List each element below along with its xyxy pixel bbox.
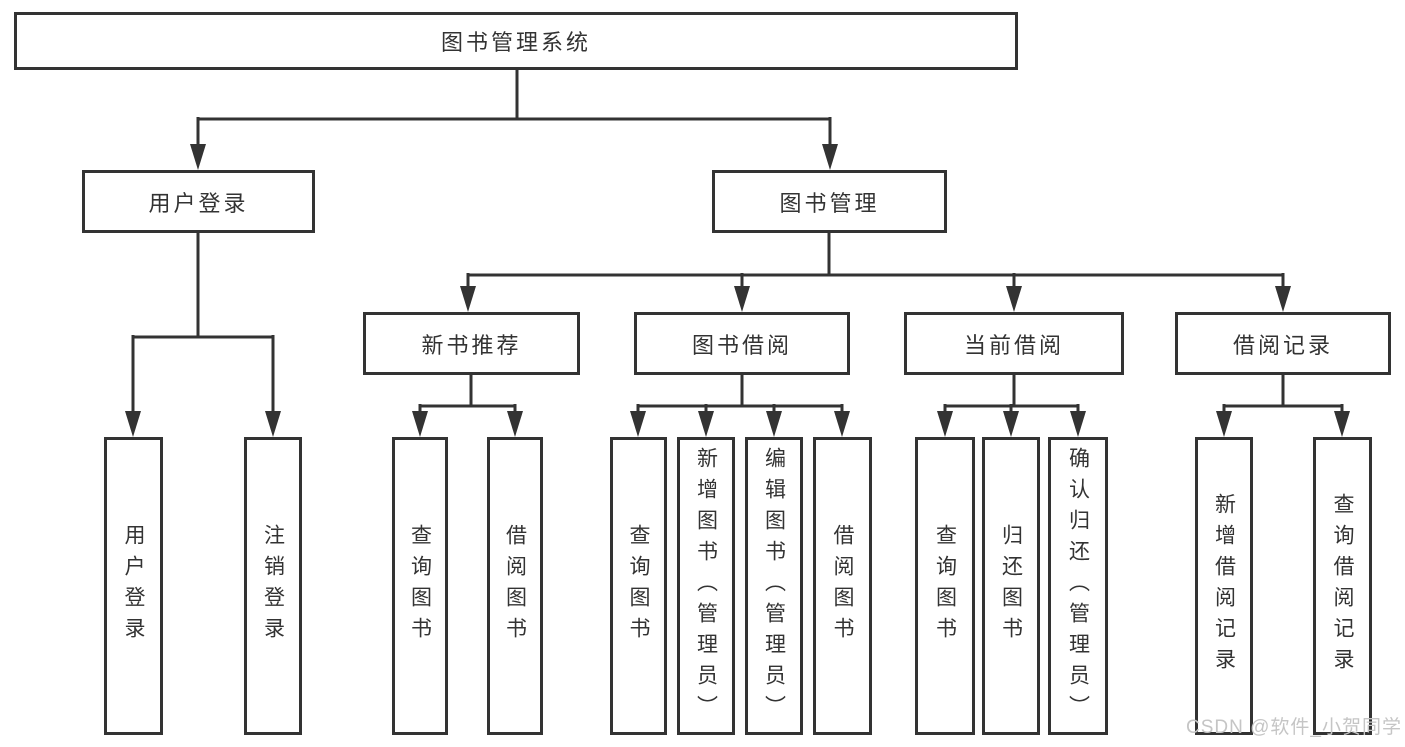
leaf-add-borrow-record: 新增借阅记录 bbox=[1195, 437, 1253, 735]
leaf-return-book: 归还图书 bbox=[982, 437, 1040, 735]
connector-book-management-to-level3 bbox=[460, 233, 1291, 312]
node-current-borrow: 当前借阅 bbox=[904, 312, 1124, 375]
connector-user-login-to-children bbox=[125, 233, 281, 437]
node-new-book-recommend: 新书推荐 bbox=[363, 312, 580, 375]
leaf-query-book-3: 查询图书 bbox=[915, 437, 975, 735]
node-system-root: 图书管理系统 bbox=[14, 12, 1018, 70]
connector-new-book-to-children bbox=[412, 375, 523, 437]
connector-current-borrow-to-children bbox=[937, 375, 1086, 437]
leaf-query-book-2: 查询图书 bbox=[610, 437, 667, 735]
leaf-query-book-1: 查询图书 bbox=[392, 437, 448, 735]
csdn-watermark: CSDN @软件_小贺同学 bbox=[1186, 717, 1402, 738]
node-borrow-record: 借阅记录 bbox=[1175, 312, 1391, 375]
node-user-login: 用户登录 bbox=[82, 170, 315, 233]
leaf-query-borrow-record: 查询借阅记录 bbox=[1313, 437, 1372, 735]
connector-root-to-level2 bbox=[190, 70, 838, 170]
leaf-user-login: 用户登录 bbox=[104, 437, 163, 735]
leaf-borrow-book-1: 借阅图书 bbox=[487, 437, 543, 735]
connector-borrow-record-to-children bbox=[1216, 375, 1350, 437]
leaf-borrow-book-2: 借阅图书 bbox=[813, 437, 872, 735]
leaf-confirm-return-admin: 确认归还（管理员） bbox=[1048, 437, 1108, 735]
connector-book-borrow-to-children bbox=[630, 375, 850, 437]
leaf-logout: 注销登录 bbox=[244, 437, 302, 735]
leaf-edit-book-admin: 编辑图书（管理员） bbox=[745, 437, 803, 735]
node-book-borrow: 图书借阅 bbox=[634, 312, 850, 375]
leaf-add-book-admin: 新增图书（管理员） bbox=[677, 437, 735, 735]
node-book-management: 图书管理 bbox=[712, 170, 947, 233]
